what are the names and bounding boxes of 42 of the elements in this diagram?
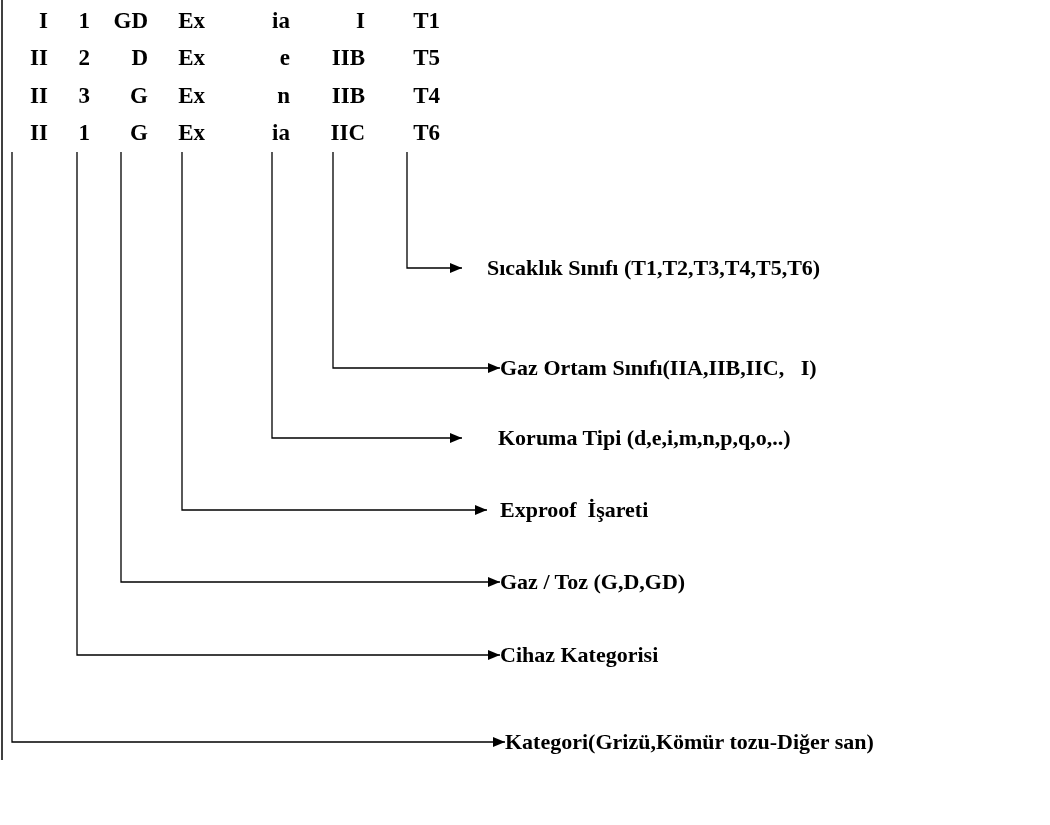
code-text: 3 bbox=[78, 83, 90, 109]
description-text: Gaz / Toz (G,D,GD) bbox=[500, 569, 686, 595]
code-text: Ex bbox=[178, 45, 205, 71]
code-text: GD bbox=[113, 8, 148, 34]
leader-arrow bbox=[406, 151, 463, 273]
code-text: II bbox=[30, 120, 48, 146]
code-text: 2 bbox=[78, 45, 90, 71]
code-text: II bbox=[30, 83, 48, 109]
leader-arrow bbox=[181, 151, 488, 515]
leader-arrow bbox=[271, 151, 463, 443]
code-text: IIC bbox=[330, 120, 365, 146]
leader-arrow bbox=[11, 151, 506, 747]
code-text: I bbox=[39, 8, 48, 34]
leader-arrow bbox=[332, 151, 501, 373]
code-text: I bbox=[356, 8, 365, 34]
code-text: D bbox=[131, 45, 148, 71]
leader-arrow bbox=[76, 151, 501, 660]
code-text: T1 bbox=[413, 8, 440, 34]
code-text: T6 bbox=[413, 120, 440, 146]
code-text: T5 bbox=[413, 45, 440, 71]
code-text: 1 bbox=[78, 8, 90, 34]
description-text: Kategori(Grizü,Kömür tozu-Diğer san) bbox=[505, 729, 874, 755]
code-text: Ex bbox=[178, 120, 205, 146]
code-text: ia bbox=[272, 8, 290, 34]
code-text: e bbox=[279, 45, 290, 71]
description-text: Cihaz Kategorisi bbox=[500, 642, 659, 668]
leader-arrow bbox=[120, 151, 501, 587]
code-text: n bbox=[277, 83, 290, 109]
description-text: Exproof İşareti bbox=[487, 497, 649, 523]
code-text: G bbox=[130, 83, 148, 109]
description-text: Koruma Tipi (d,e,i,m,n,p,q,o,..) bbox=[462, 425, 791, 451]
code-text: G bbox=[130, 120, 148, 146]
code-text: Ex bbox=[178, 83, 205, 109]
code-text: IIB bbox=[331, 45, 365, 71]
code-text: T4 bbox=[413, 83, 440, 109]
description-text: Sıcaklık Sınıfı (T1,T2,T3,T4,T5,T6) bbox=[462, 255, 821, 281]
code-text: IIB bbox=[331, 83, 365, 109]
code-text: 1 bbox=[78, 120, 90, 146]
code-text: II bbox=[30, 45, 48, 71]
description-text: Gaz Ortam Sınıfı(IIA,IIB,IIC, I) bbox=[500, 355, 817, 381]
code-text: ia bbox=[272, 120, 290, 146]
code-text: Ex bbox=[178, 8, 205, 34]
